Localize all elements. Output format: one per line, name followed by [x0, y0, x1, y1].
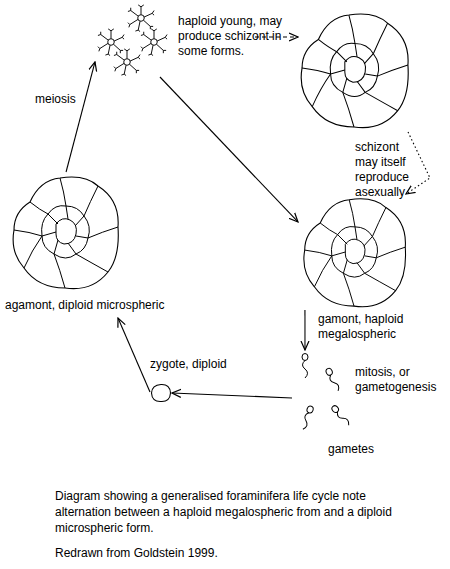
life-cycle-arrow: [255, 36, 298, 37]
agamont-shell: [13, 177, 118, 289]
figure-caption: Diagram showing a generalised foraminife…: [55, 488, 415, 536]
haploid-young: [114, 49, 140, 76]
gamete: [331, 404, 351, 427]
haploid-young: [128, 5, 154, 32]
stage-label: gamont, haploid megalospheric: [318, 312, 438, 342]
organism-stage: agamont, diploid microspheric: [5, 172, 177, 318]
process-label: mitosis, or gametogenesis: [355, 365, 445, 395]
life-cycle-arrow: [118, 318, 150, 392]
stage-label: zygote, diploid: [150, 357, 250, 372]
zygote-cell: [152, 384, 171, 401]
process-label: meiosis: [35, 92, 95, 107]
organism-stage: zygote, diploid: [150, 383, 172, 403]
gamete: [302, 354, 308, 379]
stage-label: gametes: [328, 442, 398, 457]
gamont-shell: [304, 199, 406, 307]
stage-label: agamont, diploid microspheric: [5, 298, 180, 313]
organism-stage: haploid young, may produce schizont in s…: [95, 5, 255, 77]
organism-stage: gamont, haploid megalospheric: [298, 194, 412, 310]
gamete: [325, 367, 341, 392]
stage-label: haploid young, may produce schizont in s…: [178, 14, 298, 59]
gamete: [300, 405, 314, 430]
organism-stage: gametes: [292, 350, 350, 440]
schizont-shell: [301, 14, 408, 128]
life-cycle-arrow: [304, 310, 305, 350]
life-cycle-arrow: [172, 393, 292, 398]
source-note: Redrawn from Goldstein 1999.: [55, 545, 355, 561]
life-cycle-arrow: [406, 132, 430, 194]
haploid-young: [98, 29, 124, 56]
organism-stage: schizont may itself reproduce asexually: [298, 8, 412, 132]
haploid-young: [141, 29, 167, 56]
life-cycle-arrow: [160, 77, 298, 222]
stage-label: schizont may itself reproduce asexually: [355, 140, 417, 200]
life-cycle-arrow: [66, 62, 95, 172]
